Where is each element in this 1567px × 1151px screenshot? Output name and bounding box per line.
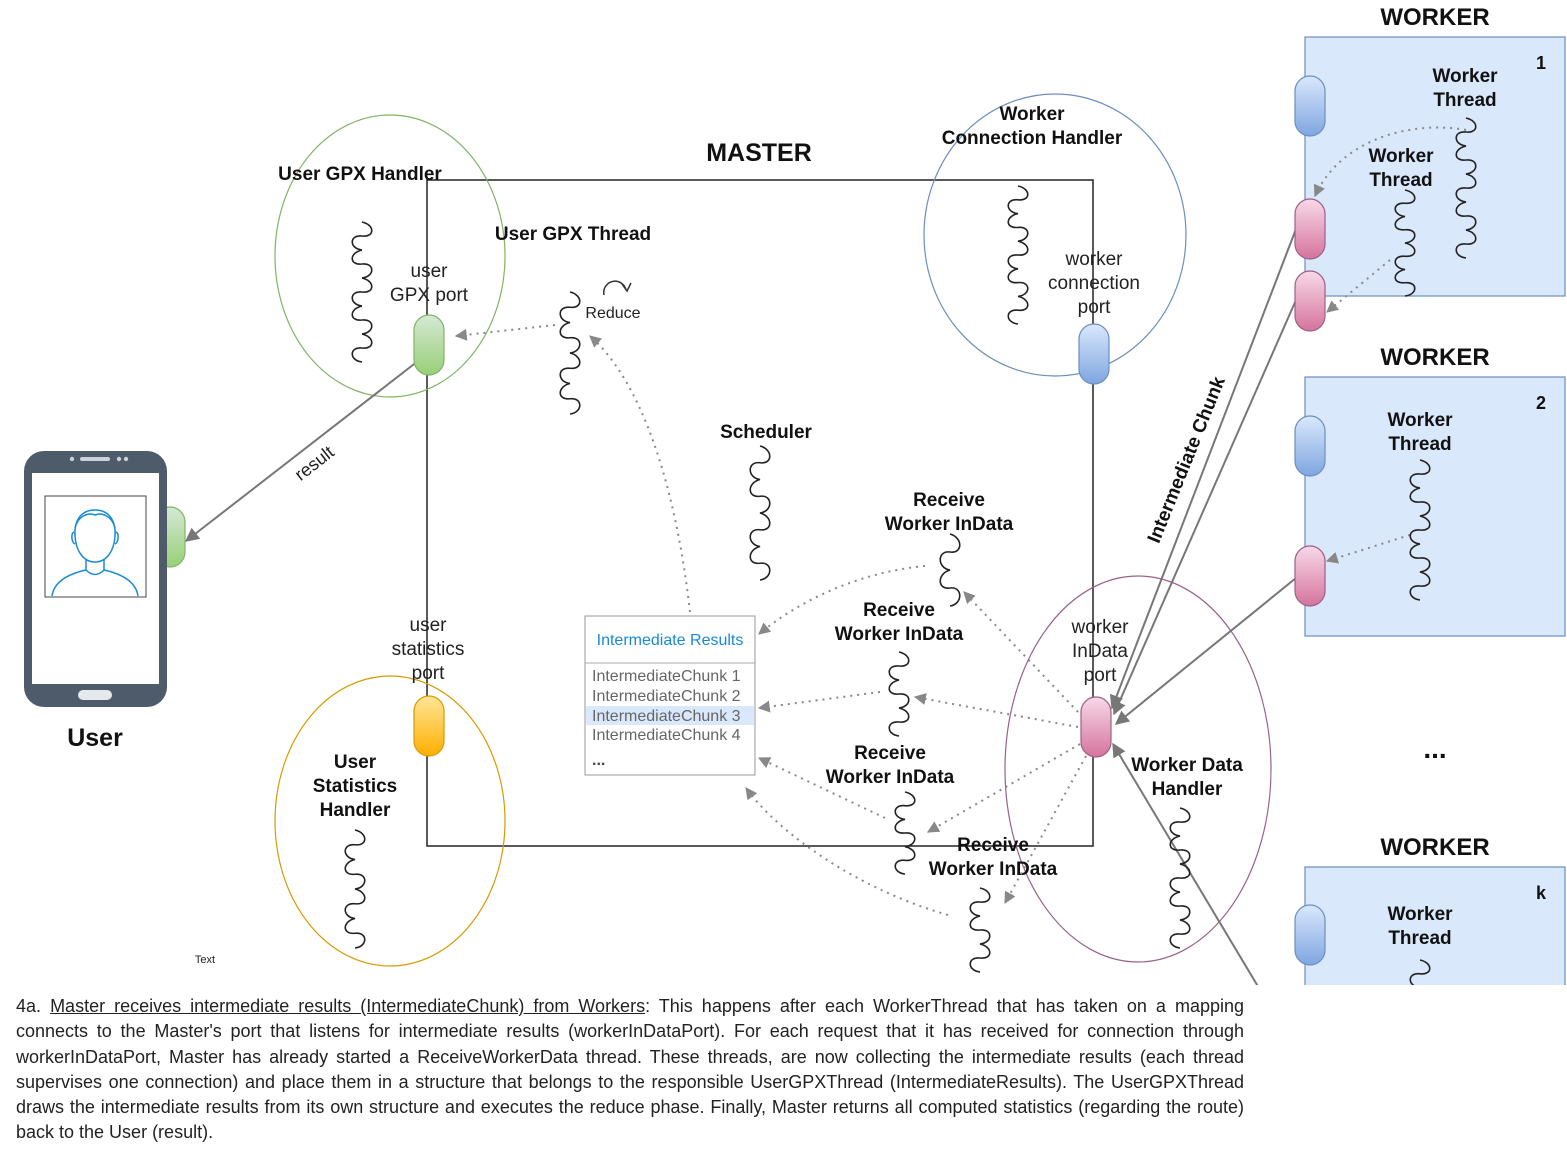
scheduler-title: Scheduler — [720, 422, 812, 443]
caption-paragraph: 4a. Master receives intermediate results… — [16, 994, 1244, 1146]
user-gpx-thread-title: User GPX Thread — [495, 224, 651, 245]
reduce-label: Reduce — [585, 305, 640, 322]
worker-1-port-pink-a[interactable] — [1294, 198, 1326, 260]
user-statistics-thread-icon — [344, 829, 366, 949]
worker-1-thread-a-icon — [1455, 117, 1477, 259]
result-edge — [184, 360, 419, 542]
worker-1-chunk-edge-a — [1109, 228, 1297, 710]
worker-2-port-blue[interactable] — [1294, 415, 1326, 477]
worker-1-chunk-edge-b — [1112, 299, 1297, 716]
worker-2-number: 2 — [1536, 393, 1546, 413]
worker-k-title: WORKER — [1380, 834, 1489, 861]
worker-1-box — [1304, 36, 1566, 297]
worker-2-thread-icon — [1409, 459, 1431, 601]
worker-2-thread-arrow — [1325, 534, 1411, 564]
worker-data-handler-thread-icon — [1169, 807, 1191, 949]
intermediate-results-list: Intermediate Results IntermediateChunk 1… — [584, 615, 756, 776]
port-to-receive-3-arrow — [926, 743, 1081, 833]
worker-k-box — [1304, 866, 1566, 985]
intermediate-chunk-item: IntermediateChunk 4 — [592, 727, 741, 744]
worker-1-title: WORKER — [1380, 4, 1489, 31]
user-statistics-handler-ellipse — [274, 675, 506, 967]
user-avatar-icon — [44, 495, 147, 598]
architecture-diagram: MASTER WORKER WORKER WORKER 1 2 k ... Wo… — [24, 4, 1566, 985]
receive-4-thread-icon — [969, 887, 991, 973]
receive-1-thread-icon — [939, 533, 961, 607]
intermediate-results-highlight — [586, 706, 754, 725]
caption-body: : This happens after each WorkerThread t… — [16, 996, 1245, 1143]
worker-2-box — [1304, 376, 1566, 637]
user-gpx-port[interactable] — [413, 314, 445, 376]
worker-connection-handler-ellipse — [923, 93, 1187, 377]
worker-1-port-blue[interactable] — [1294, 75, 1326, 137]
user-label: User — [67, 724, 123, 752]
intermediate-results-title: Intermediate Results — [597, 632, 744, 649]
workers-ellipsis: ... — [1423, 733, 1446, 764]
intermediate-chunk-item: IntermediateChunk 3 — [592, 708, 741, 725]
user-gpx-handler-thread-icon — [351, 221, 373, 363]
worker-2-title: WORKER — [1380, 344, 1489, 371]
user-statistics-port[interactable] — [413, 695, 445, 757]
port-to-receive-2-arrow — [913, 693, 1079, 728]
caption-underlined-heading: Master receives intermediate results (In… — [50, 996, 646, 1016]
worker-data-handler-ellipse — [1004, 575, 1272, 963]
master-title: MASTER — [706, 139, 812, 167]
worker-1-thread-a-arrow — [1313, 126, 1467, 198]
worker-2-port-pink[interactable] — [1294, 545, 1326, 607]
worker-1-thread-b-icon — [1394, 189, 1416, 297]
caption-prefix: 4a. — [16, 996, 51, 1016]
worker-1-number: 1 — [1536, 53, 1546, 73]
intermediate-chunk-item: IntermediateChunk 2 — [592, 688, 741, 705]
worker-k-thread-icon — [1409, 959, 1431, 985]
master-boundary — [426, 179, 1094, 847]
worker-connection-port[interactable] — [1078, 323, 1110, 385]
user-gpx-handler-title: User GPX Handler — [278, 164, 442, 185]
intermediate-chunk-item: ... — [592, 752, 605, 769]
result-edge-label: result — [291, 442, 338, 485]
user-gpx-thread-icon — [559, 291, 581, 415]
intermediate-chunk-item: IntermediateChunk 1 — [592, 668, 741, 685]
thread-to-gpx-port-arrow — [454, 324, 556, 341]
receive-1-to-results-arrow — [758, 565, 926, 635]
intermediate-chunk-edge-label: Intermediate Chunk — [1144, 373, 1230, 546]
user-gpx-handler-ellipse — [274, 114, 506, 398]
worker-k-port-blue[interactable] — [1294, 904, 1326, 966]
worker-2-chunk-edge — [1114, 577, 1297, 725]
worker-1-port-pink-b[interactable] — [1294, 270, 1326, 332]
stray-text-label: Text — [195, 954, 215, 966]
worker-k-number: k — [1536, 883, 1547, 903]
receive-2-thread-icon — [888, 651, 910, 737]
worker-indata-port[interactable] — [1080, 696, 1112, 758]
receive-4-to-results-arrow — [745, 787, 949, 916]
scheduler-thread-icon — [749, 445, 771, 581]
port-to-receive-1-arrow — [963, 591, 1079, 713]
worker-connection-thread-icon — [1007, 185, 1029, 325]
worker-k-chunk-edge — [1112, 742, 1259, 985]
receive-3-thread-icon — [894, 791, 916, 875]
reduce-cycle-icon — [602, 280, 632, 296]
user-phone — [24, 451, 167, 707]
results-to-gpx-thread-arrow — [589, 335, 691, 613]
port-to-receive-4-arrow — [1004, 755, 1087, 905]
receive-2-to-results-arrow — [757, 691, 881, 713]
